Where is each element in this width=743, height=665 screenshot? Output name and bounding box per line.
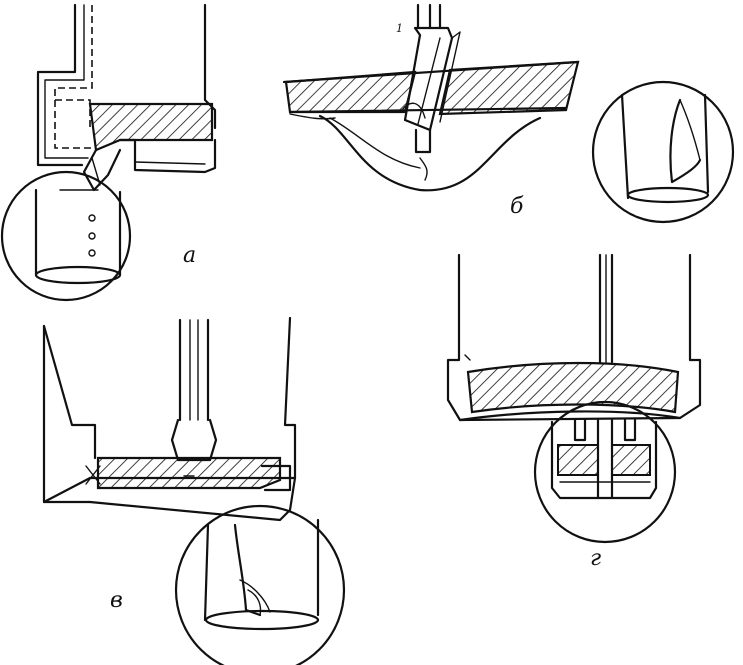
panel-g: г xyxy=(446,253,702,571)
panel-a-label: а xyxy=(183,243,196,268)
panel-v-die xyxy=(42,316,297,522)
panel-b-bulge: 1 xyxy=(289,22,542,192)
panel-b-label: б xyxy=(510,194,524,219)
panel-v-label: в xyxy=(110,588,123,613)
panel-b-detail-circle xyxy=(591,80,735,224)
panel-g-blank xyxy=(458,361,682,422)
panel-a-blank xyxy=(82,102,217,192)
panel-a-detail-circle xyxy=(0,170,132,302)
panel-b: 1 б xyxy=(282,3,735,224)
panel-b-plate xyxy=(282,60,580,116)
panel-v: в xyxy=(42,316,346,665)
panel-b-tool-mark: 1 xyxy=(396,22,403,35)
panel-v-punch xyxy=(170,318,218,462)
panel-v-blank xyxy=(85,456,292,492)
panel-a: а xyxy=(0,3,217,302)
panel-g-detail-circle xyxy=(533,400,677,544)
panel-v-detail-circle xyxy=(174,504,346,665)
panel-g-holder xyxy=(446,253,702,422)
panel-g-label: г xyxy=(590,546,601,571)
